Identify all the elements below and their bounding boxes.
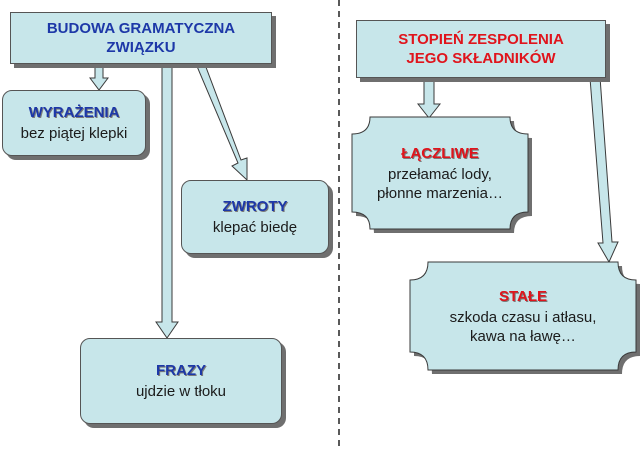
- arrow-to-laczliwe: [416, 77, 442, 119]
- wyrazenia-title: WYRAŻENIA: [28, 104, 120, 121]
- right-header-box: STOPIEŃ ZESPOLENIA JEGO SKŁADNIKÓW: [356, 20, 606, 78]
- frazy-box: FRAZY ujdzie w tłoku: [80, 338, 282, 424]
- laczliwe-example-2: płonne marzenia…: [377, 184, 503, 202]
- laczliwe-content: ŁĄCZLIWE przełamać lody, płonne marzenia…: [352, 117, 528, 229]
- wyrazenia-box: WYRAŻENIA bez piątej klepki: [2, 90, 146, 156]
- stale-title: STAŁE: [498, 287, 548, 305]
- stale-box-fill: [409, 261, 637, 371]
- arrow-to-frazy: [155, 63, 179, 339]
- frazy-title: FRAZY: [156, 362, 206, 379]
- left-header-line2: ZWIĄZKU: [106, 39, 176, 56]
- frazy-example: ujdzie w tłoku: [135, 383, 227, 400]
- stale-example-1: szkoda czasu i atłasu,: [449, 308, 597, 326]
- zwroty-example: klepać biedę: [212, 219, 298, 236]
- laczliwe-example-1: przełamać lody,: [388, 165, 492, 183]
- right-header-line2: JEGO SKŁADNIKÓW: [406, 50, 556, 67]
- arrow-to-zwroty: [195, 61, 248, 182]
- wyrazenia-example: bez piątej klepki: [20, 125, 128, 142]
- zwroty-box: ZWROTY klepać biedę: [181, 180, 329, 254]
- laczliwe-title: ŁĄCZLIWE: [401, 144, 479, 162]
- left-header-box: BUDOWA GRAMATYCZNA ZWIĄZKU: [10, 12, 272, 64]
- right-header-line1: STOPIEŃ ZESPOLENIA: [398, 31, 564, 48]
- arrow-to-wyrazenia: [89, 63, 109, 91]
- left-header-line1: BUDOWA GRAMATYCZNA: [46, 20, 236, 37]
- laczliwe-box-fill: [351, 116, 529, 230]
- zwroty-title: ZWROTY: [222, 198, 288, 215]
- stale-example-2: kawa na ławę…: [470, 327, 576, 345]
- stale-content: STAŁE szkoda czasu i atłasu, kawa na ław…: [410, 262, 636, 370]
- arrow-to-stale: [589, 76, 619, 264]
